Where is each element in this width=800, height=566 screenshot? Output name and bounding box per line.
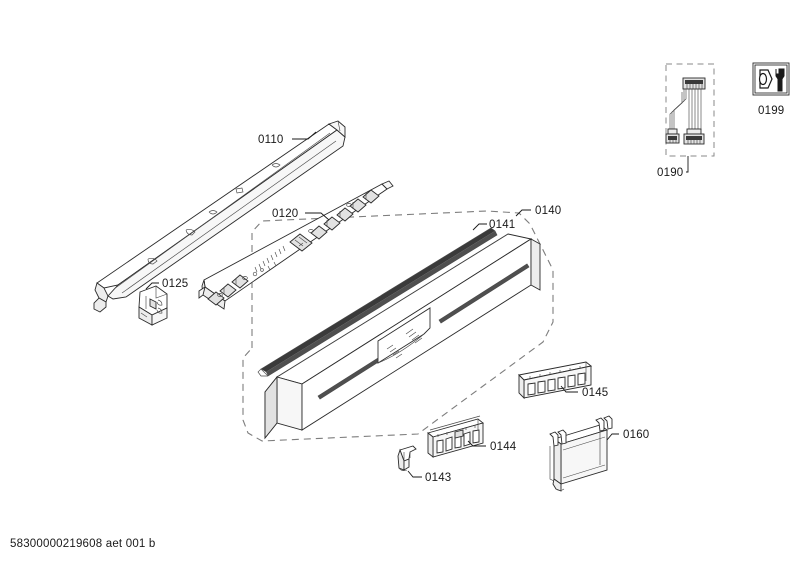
part-number-0110: 0110 bbox=[258, 134, 284, 146]
harness-connector-top bbox=[682, 77, 706, 90]
harness-connector-left bbox=[665, 128, 680, 144]
label-0145: 0145 bbox=[560, 385, 608, 399]
key-openings-0144 bbox=[436, 429, 480, 454]
wrench-icon bbox=[775, 68, 785, 92]
part-0125-bracket bbox=[138, 285, 168, 326]
part-0160-handle-grip bbox=[549, 415, 613, 492]
pcb-pin-array bbox=[252, 245, 286, 277]
label-0141: 0141 bbox=[472, 219, 515, 231]
part-number-0140: 0140 bbox=[535, 205, 561, 217]
pcb-display-block bbox=[289, 233, 313, 252]
harness-wires-right bbox=[688, 89, 702, 130]
label-0140: 0140 bbox=[515, 205, 561, 217]
harness-connector-right bbox=[683, 128, 705, 145]
label-0160: 0160 bbox=[606, 429, 649, 441]
part-0120-control-pcb bbox=[198, 180, 394, 310]
key-openings-0145 bbox=[527, 372, 586, 396]
part-0145-button-strip-short bbox=[518, 361, 593, 400]
label-0110: 0110 bbox=[258, 131, 317, 146]
part-number-0120: 0120 bbox=[272, 208, 298, 220]
part-0140-door-panel bbox=[264, 233, 541, 440]
display-window bbox=[377, 307, 431, 364]
label-0190: 0190 bbox=[657, 156, 689, 179]
reflection-hatch-left bbox=[386, 344, 403, 359]
part-0143-retaining-clip bbox=[397, 445, 417, 471]
part-number-0141: 0141 bbox=[489, 219, 515, 231]
reflection-hatch-right bbox=[405, 328, 423, 344]
part-number-0125: 0125 bbox=[162, 278, 188, 290]
label-0144: 0144 bbox=[467, 440, 517, 453]
harness-wires-left bbox=[669, 89, 687, 130]
pcb-connector-row-left bbox=[207, 274, 249, 306]
part-number-0199: 0199 bbox=[758, 105, 784, 117]
pcb-connector-row-right bbox=[310, 189, 380, 240]
part-0199-service-tool: 0199 bbox=[752, 62, 790, 117]
part-0141-handle-strip bbox=[257, 227, 498, 377]
part-number-0143: 0143 bbox=[425, 472, 451, 484]
label-0143: 0143 bbox=[407, 470, 451, 484]
part-number-0144: 0144 bbox=[490, 441, 517, 453]
part-number-0145: 0145 bbox=[582, 387, 608, 399]
label-0125: 0125 bbox=[145, 278, 188, 290]
sheet-caption: 58300000219608 aet 001 b bbox=[10, 538, 156, 550]
part-group-0140-boundary bbox=[242, 210, 554, 442]
handle-clip-right bbox=[595, 415, 613, 432]
part-0110-trim-rail bbox=[93, 120, 346, 313]
part-number-0190: 0190 bbox=[657, 167, 683, 179]
nut-icon bbox=[758, 69, 773, 89]
part-0144-button-strip-long bbox=[427, 415, 484, 458]
label-0120: 0120 bbox=[272, 208, 330, 221]
part-0190-wiring-harness bbox=[665, 63, 715, 157]
part-number-0160: 0160 bbox=[623, 429, 649, 441]
handle-clip-left bbox=[549, 429, 567, 447]
